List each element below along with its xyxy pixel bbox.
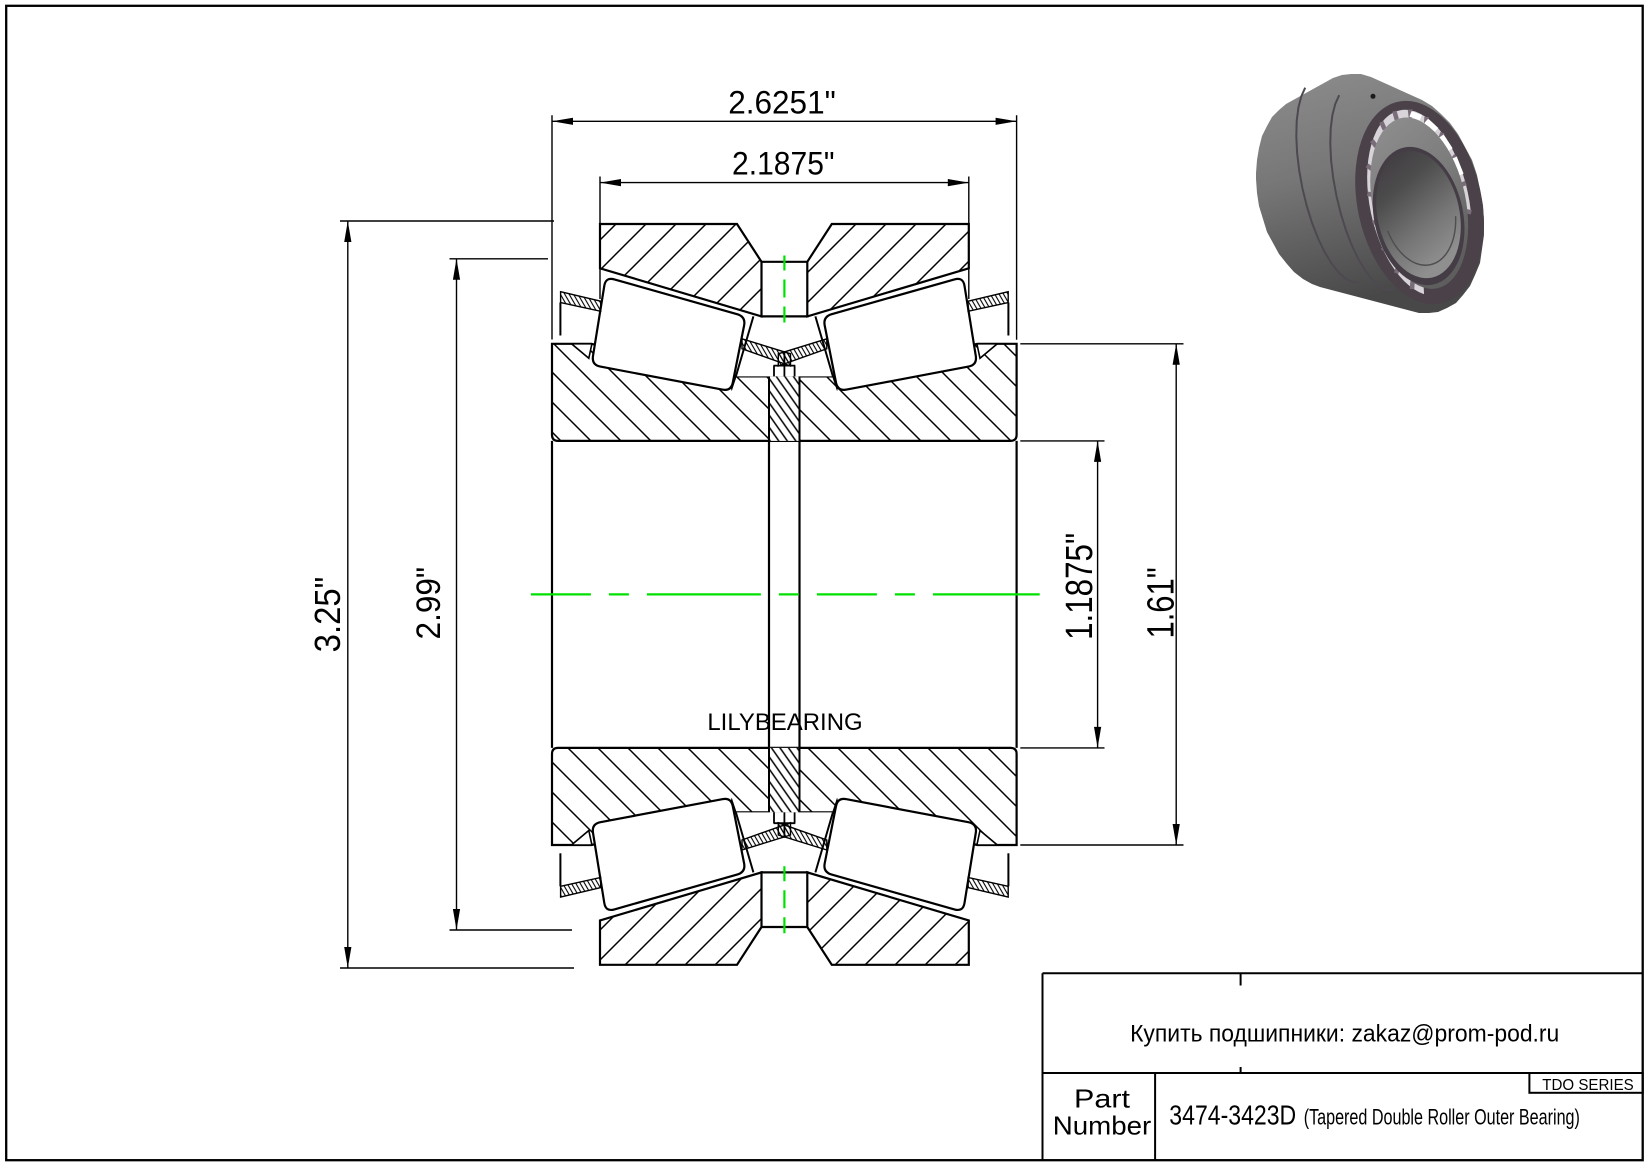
svg-text:2.1875": 2.1875" <box>732 146 835 182</box>
svg-text:Part: Part <box>1074 1083 1131 1113</box>
svg-text:2.6251": 2.6251" <box>728 85 836 121</box>
svg-text:2.99": 2.99" <box>410 567 448 640</box>
svg-text:LILYBEARING: LILYBEARING <box>707 709 862 736</box>
svg-text:Number: Number <box>1053 1111 1152 1141</box>
svg-text:1.1875": 1.1875" <box>1059 533 1101 640</box>
svg-text:Купить подшипники: zakaz@prom-: Купить подшипники: zakaz@prom-pod.ru <box>1130 1021 1559 1048</box>
svg-text:1.61": 1.61" <box>1141 567 1183 638</box>
svg-text:3474-3423D: 3474-3423D <box>1169 1099 1296 1130</box>
svg-text:TDO SERIES: TDO SERIES <box>1542 1077 1634 1094</box>
svg-text:3.25": 3.25" <box>307 577 348 653</box>
svg-text:(Tapered Double Roller Outer B: (Tapered Double Roller Outer Bearing) <box>1304 1104 1580 1129</box>
